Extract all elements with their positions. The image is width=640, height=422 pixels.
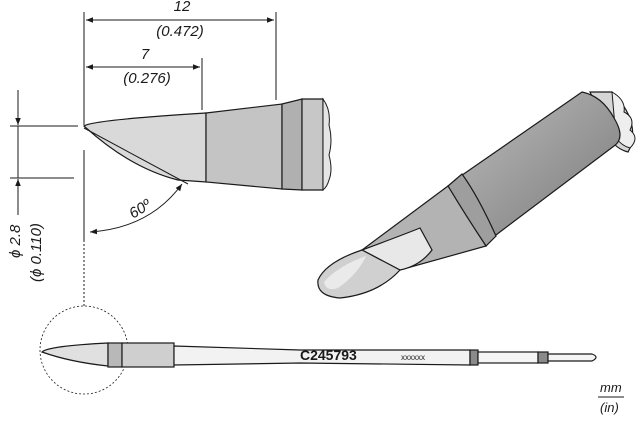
tip-side-body xyxy=(205,103,283,190)
full-tip-rear-band xyxy=(537,351,549,364)
dim-bevel-in: (0.276) xyxy=(123,70,171,87)
full-tip-rear-shaft xyxy=(477,351,539,364)
perspective-view xyxy=(317,91,636,299)
part-code: C245793 xyxy=(300,347,357,363)
full-tip-view: C245793 xxxxxx xyxy=(39,244,597,395)
full-tip-band xyxy=(469,349,479,366)
dim-total-mm: 12 xyxy=(174,0,191,15)
dim-bevel-mm: 7 xyxy=(141,46,150,63)
tip-side-sleeve xyxy=(301,98,324,191)
dim-total-in: (0.472) xyxy=(156,23,204,40)
side-view: 12 (0.472) 7 (0.276) 60º ϕ 2.8 (ϕ 0.110) xyxy=(7,0,332,282)
unit-secondary: (in) xyxy=(600,400,619,415)
full-tip-collar xyxy=(107,342,123,368)
unit-primary: mm xyxy=(600,380,622,395)
tip-side-collar xyxy=(281,98,303,191)
tip-side-break xyxy=(322,97,332,192)
full-tip-pin xyxy=(547,353,597,362)
full-tip-sleeve xyxy=(121,342,175,368)
dim-angle: 60º xyxy=(126,195,155,222)
full-tip-bevel xyxy=(40,342,109,367)
units-legend: mm (in) xyxy=(598,380,624,415)
3d-bevel xyxy=(360,227,433,271)
dim-diameter-mm: ϕ 2.8 xyxy=(7,224,24,258)
tip-side-bevel xyxy=(83,112,207,183)
serial-placeholder: xxxxxx xyxy=(401,353,425,362)
dim-diameter-in: (ϕ 0.110) xyxy=(28,223,45,282)
